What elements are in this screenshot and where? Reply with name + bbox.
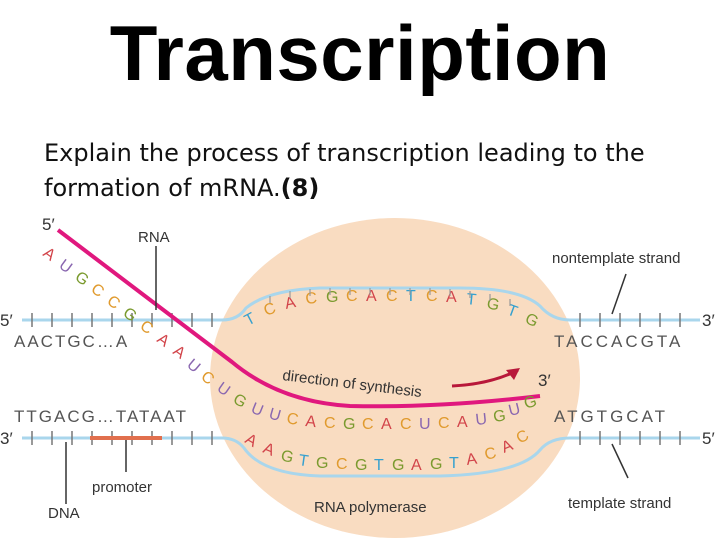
svg-text:G: G <box>355 457 367 474</box>
promoter-label: promoter <box>92 479 152 496</box>
svg-text:G: G <box>343 416 355 433</box>
direction-arrowhead <box>506 368 520 380</box>
nontemplate-bubble-bases: T C A C G C A C T C A T G T G <box>242 288 541 331</box>
svg-text:C: C <box>324 415 336 432</box>
svg-text:C: C <box>362 416 374 433</box>
bottom-right-sequence: ATGTGCAT <box>554 407 668 426</box>
question-body-rna: RNA. <box>222 174 281 202</box>
svg-text:C: C <box>88 280 107 301</box>
svg-text:C: C <box>386 288 398 305</box>
svg-text:A: A <box>457 414 468 431</box>
bottom-strand-3prime: 3′ <box>0 429 13 448</box>
top-strand-5prime: 5′ <box>0 311 13 330</box>
dna-label: DNA <box>48 505 80 522</box>
bottom-strand-ticks <box>31 431 681 445</box>
svg-text:T: T <box>449 455 459 472</box>
svg-text:A: A <box>40 244 59 264</box>
svg-text:C: C <box>262 300 279 320</box>
svg-text:C: C <box>285 410 299 429</box>
svg-text:G: G <box>326 289 338 306</box>
svg-text:G: G <box>430 456 442 473</box>
svg-text:U: U <box>183 356 203 376</box>
svg-text:G: G <box>492 407 507 426</box>
transcription-diagram: A U G C C G C A A U C U G U U C A C G C … <box>0 215 715 538</box>
svg-text:G: G <box>316 455 328 472</box>
top-right-sequence: TACCACGTA <box>554 332 683 351</box>
rna-polymerase-label: RNA polymerase <box>314 499 427 516</box>
svg-text:U: U <box>507 401 522 420</box>
rna-5prime-end: 5′ <box>42 215 55 234</box>
svg-text:A: A <box>154 330 173 350</box>
svg-text:T: T <box>466 291 478 309</box>
svg-text:G: G <box>120 304 140 325</box>
bubble-rungs <box>269 288 511 306</box>
svg-text:U: U <box>56 256 75 277</box>
svg-text:A: A <box>446 289 457 306</box>
svg-text:A: A <box>465 451 478 469</box>
svg-text:C: C <box>438 415 450 432</box>
svg-text:G: G <box>485 295 501 314</box>
svg-text:A: A <box>305 413 318 431</box>
rna-label: RNA <box>138 229 170 246</box>
svg-text:C: C <box>305 290 318 308</box>
svg-text:C: C <box>104 292 123 313</box>
rna-strand <box>56 228 541 409</box>
template-strand-label: template strand <box>568 495 671 512</box>
dna-strands <box>22 286 700 478</box>
svg-text:T: T <box>406 288 416 305</box>
svg-text:U: U <box>267 406 283 426</box>
svg-text:C: C <box>483 445 498 464</box>
page-title: Transcription <box>109 9 611 97</box>
svg-text:G: G <box>522 393 539 413</box>
bottom-left-sequence: TTGACG…TATAAT <box>14 407 188 426</box>
bottom-strand-5prime: 5′ <box>702 429 715 448</box>
question-text: Explain the process of transcription lea… <box>44 136 684 206</box>
rna-bases: A U G C C G C A A U C U G U U C A C G C … <box>40 244 539 433</box>
question-marks: (8) <box>280 174 320 202</box>
svg-text:C: C <box>336 456 348 473</box>
svg-text:U: U <box>419 416 431 433</box>
rna-polymerase-bubble <box>210 218 580 538</box>
svg-text:U: U <box>475 411 488 429</box>
top-strand-3prime: 3′ <box>702 311 715 330</box>
dna-sequences: AACTGC…A TACCACGTA TTGACG…TATAAT ATGTGCA… <box>14 332 683 426</box>
top-strand-ticks <box>31 313 681 327</box>
svg-text:C: C <box>346 288 358 305</box>
top-left-sequence: AACTGC…A <box>14 332 129 351</box>
leader-lines <box>65 246 629 504</box>
svg-text:A: A <box>381 416 392 433</box>
svg-text:T: T <box>297 452 309 470</box>
svg-text:G: G <box>72 268 92 289</box>
svg-text:G: G <box>279 447 295 467</box>
svg-text:T: T <box>374 457 384 474</box>
svg-text:A: A <box>366 288 377 305</box>
svg-text:A: A <box>170 342 189 362</box>
promoter-bar <box>90 436 162 440</box>
top-dna-strand-bubble <box>221 286 571 322</box>
nontemplate-strand-label: nontemplate strand <box>552 250 680 267</box>
svg-text:C: C <box>400 416 412 433</box>
question-body: Explain the process of transcription lea… <box>44 139 645 202</box>
svg-text:A: A <box>411 457 422 474</box>
svg-text:C: C <box>426 288 438 305</box>
bottom-dna-strand-bubble <box>221 436 571 478</box>
svg-text:A: A <box>283 294 297 313</box>
rna-3prime-end: 3′ <box>538 371 551 390</box>
svg-text:G: G <box>392 457 404 474</box>
